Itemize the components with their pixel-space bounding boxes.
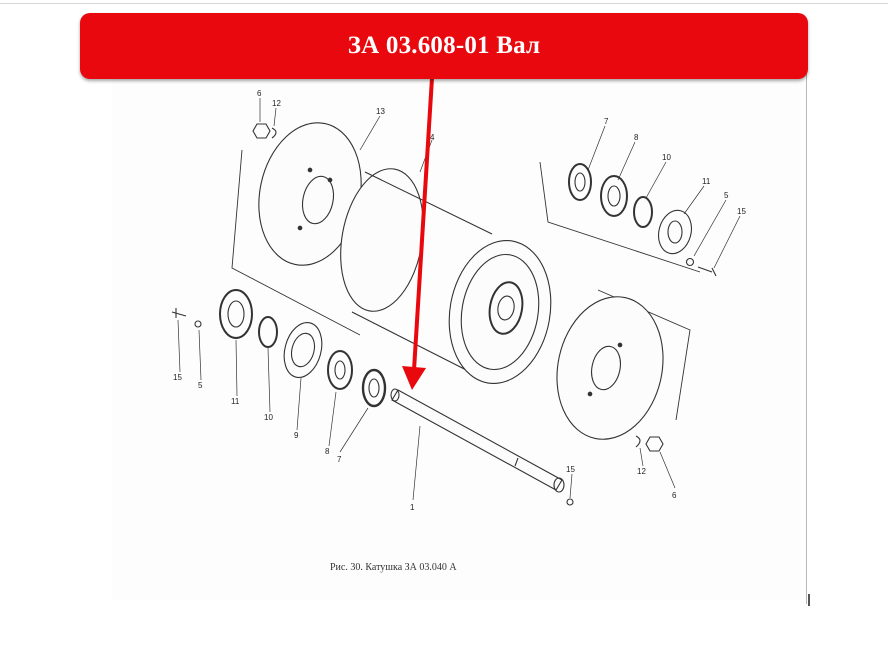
label-6-top: 6 <box>257 89 262 98</box>
seal-10-right <box>633 196 653 228</box>
flange-disc-13 <box>258 122 362 266</box>
washer-5-left <box>194 320 202 328</box>
washer-12-bottom <box>635 435 641 448</box>
label-8-left: 8 <box>325 447 330 456</box>
label-15-shaft: 15 <box>566 465 575 474</box>
label-7-right: 7 <box>604 117 609 126</box>
seal-9 <box>283 322 323 378</box>
title-banner: ЗА 03.608-01 Вал <box>80 13 808 79</box>
label-10-left: 10 <box>264 413 273 422</box>
flange-disc-right <box>556 296 664 440</box>
leader-lines <box>177 98 741 501</box>
bearing-8-right <box>600 175 628 217</box>
pointer-arrow <box>402 77 434 390</box>
frame-line-upper <box>231 149 361 336</box>
cover-11-left <box>219 289 253 339</box>
label-6-bottom: 6 <box>672 491 677 500</box>
bolt-15-right <box>697 266 717 277</box>
label-9: 9 <box>294 431 299 440</box>
label-15-right: 15 <box>737 207 746 216</box>
shaft-1 <box>390 388 565 493</box>
bolt-15-shaft <box>566 498 574 506</box>
bolt-15-left <box>171 308 187 318</box>
washer-5-right <box>685 257 695 267</box>
page-edge-tick <box>808 594 810 606</box>
label-15-left: 15 <box>173 373 182 382</box>
bearing-10-left <box>258 316 278 348</box>
bearing-7-right <box>568 163 592 201</box>
label-12-top: 12 <box>272 99 281 108</box>
nut-6-bottom <box>645 436 664 452</box>
cover-11-right <box>657 209 693 255</box>
top-divider <box>0 3 888 4</box>
label-8-right: 8 <box>634 133 639 142</box>
bearing-8-left <box>327 350 353 390</box>
label-5-left: 5 <box>198 381 203 390</box>
nut-6-top <box>252 123 271 139</box>
label-11-right: 11 <box>702 177 711 186</box>
drum-4 <box>340 168 552 384</box>
figure-caption: Рис. 30. Катушка ЗА 03.040 А <box>330 562 457 573</box>
label-13: 13 <box>376 107 385 116</box>
label-10-right: 10 <box>662 153 671 162</box>
bearing-7-left <box>361 368 387 408</box>
banner-title: ЗА 03.608-01 Вал <box>347 32 541 59</box>
label-7-left: 7 <box>337 455 342 464</box>
label-12-bottom: 12 <box>637 467 646 476</box>
frame-line-right <box>539 161 701 273</box>
label-11-left: 11 <box>231 397 240 406</box>
label-4: 4 <box>430 133 435 142</box>
label-1: 1 <box>410 503 415 512</box>
washer-12-top <box>271 127 277 139</box>
page-edge-line <box>806 74 807 604</box>
label-5-right: 5 <box>724 191 729 200</box>
